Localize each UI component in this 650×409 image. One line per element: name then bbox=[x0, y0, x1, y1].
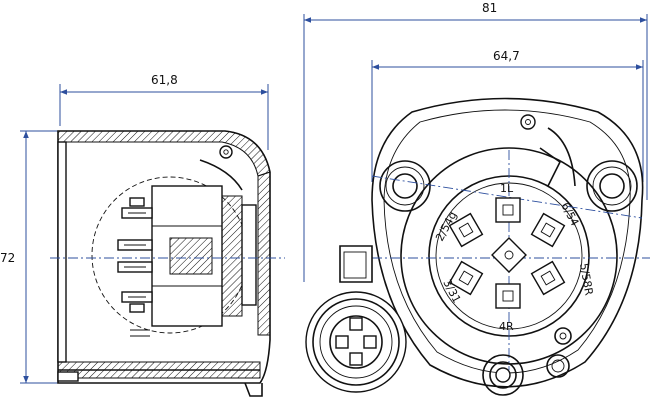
side-view: 61,8 72 bbox=[0, 73, 285, 397]
dimension-depth-label: 61,8 bbox=[151, 73, 178, 87]
auxiliary-socket bbox=[305, 245, 407, 393]
lid-hinge bbox=[520, 114, 576, 187]
dimension-overall-width-label: 81 bbox=[482, 1, 497, 15]
dimension-inner-width-label: 64,7 bbox=[493, 49, 520, 63]
pin-5-contact bbox=[530, 260, 566, 296]
pin-label-1: 1L bbox=[500, 182, 514, 195]
housing-wall-top bbox=[57, 130, 271, 177]
lid-pivot bbox=[219, 145, 233, 159]
dimension-height-label: 72 bbox=[0, 251, 15, 265]
dimension-inner-width: 64,7 bbox=[371, 49, 644, 182]
pin-7-contact bbox=[491, 237, 527, 273]
housing-wall-right bbox=[257, 171, 271, 336]
screws bbox=[129, 197, 150, 337]
mounting-hole-right bbox=[586, 160, 638, 212]
pin-6-contact bbox=[530, 212, 566, 248]
dimension-height: 72 bbox=[0, 130, 60, 384]
mounting-axis bbox=[371, 175, 643, 219]
terminals bbox=[117, 207, 153, 303]
pin-label-5: 5/58R bbox=[577, 262, 595, 296]
mounting-hole-left bbox=[379, 160, 431, 212]
pin-label-4: 4R bbox=[499, 320, 514, 333]
pin-3-contact bbox=[448, 260, 484, 296]
front-cover bbox=[57, 141, 67, 363]
pin-1-contact bbox=[495, 197, 521, 223]
flange-outline bbox=[371, 97, 644, 388]
gear-screw bbox=[546, 354, 570, 378]
contact-pins bbox=[448, 197, 566, 309]
switch-knob bbox=[482, 354, 524, 396]
corner-clip bbox=[554, 327, 572, 345]
dimension-depth: 61,8 bbox=[59, 73, 269, 150]
pin-4-contact bbox=[495, 283, 521, 309]
front-view: 81 64,7 bbox=[303, 1, 650, 396]
dimension-overall-width: 81 bbox=[303, 1, 648, 282]
pin-2-contact bbox=[448, 212, 484, 248]
